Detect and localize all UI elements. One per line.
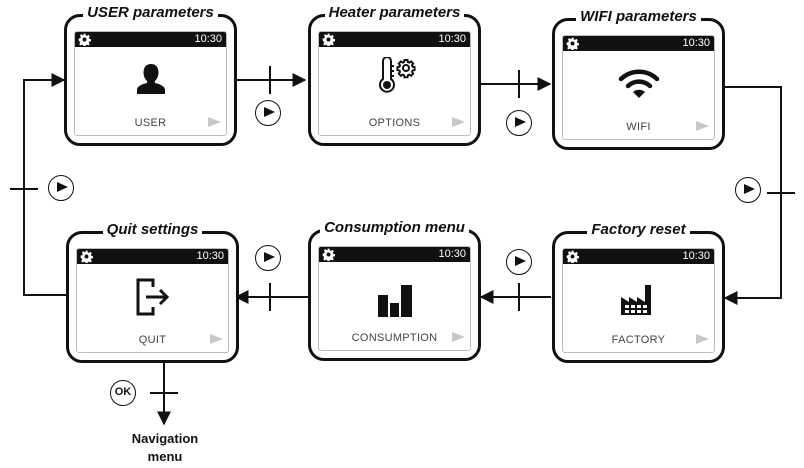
screen-title: Quit settings — [102, 221, 203, 238]
next-arrow-icon — [452, 117, 465, 127]
next-arrow-icon — [452, 332, 465, 342]
status-bar: 10:30 — [563, 249, 714, 264]
gear-icon — [566, 250, 579, 263]
play-arrow-icon — [264, 107, 275, 117]
screen-heater-parameters: Heater parameters 10:30 OPTIONS — [308, 4, 481, 146]
play-arrow-icon — [264, 252, 275, 262]
gear-icon — [80, 250, 93, 263]
exit-icon — [136, 278, 169, 316]
gear-icon — [566, 37, 579, 50]
screen-label: WIFI — [626, 121, 651, 133]
device-display: 10:30 CONSUMPTION — [318, 246, 471, 351]
screen-title: Heater parameters — [324, 4, 465, 21]
screen-title: WIFI parameters — [576, 8, 701, 25]
clock: 10:30 — [194, 33, 222, 45]
screen-consumption-menu: Consumption menu 10:30 CONSUMPTION — [308, 219, 481, 361]
status-bar: 10:30 — [319, 247, 470, 262]
bar-chart-icon — [377, 285, 412, 317]
clock: 10:30 — [438, 248, 466, 260]
screen-wifi-parameters: WIFI parameters 10:30 WIFI — [552, 8, 725, 150]
play-arrow-icon — [57, 182, 68, 192]
device-display: 10:30 FACTORY — [562, 248, 715, 353]
ok-button[interactable]: OK — [110, 380, 136, 406]
clock: 10:30 — [682, 37, 710, 49]
factory-icon — [620, 285, 651, 315]
screen-title: Factory reset — [587, 221, 690, 238]
device-display: 10:30 OPTIONS — [318, 31, 471, 136]
gear-icon — [78, 33, 91, 46]
device-display: 10:30 USER — [74, 31, 227, 136]
play-arrow-icon — [515, 117, 526, 127]
next-arrow-icon — [210, 334, 223, 344]
screen-label: FACTORY — [611, 334, 666, 346]
status-bar: 10:30 — [75, 32, 226, 47]
next-arrow-icon — [208, 117, 221, 127]
next-button[interactable] — [735, 177, 761, 203]
screen-label: OPTIONS — [368, 117, 421, 129]
navigation-menu-label: Navigation menu — [105, 430, 225, 466]
screen-title: Consumption menu — [320, 219, 469, 236]
screen-title: USER parameters — [83, 4, 218, 21]
gear-icon — [322, 248, 335, 261]
gear-icon — [322, 33, 335, 46]
next-button[interactable] — [506, 110, 532, 136]
clock: 10:30 — [438, 33, 466, 45]
status-bar: 10:30 — [77, 249, 228, 264]
screen-factory-reset: Factory reset 10:30 FACTORY — [552, 221, 725, 363]
wifi-icon — [618, 69, 659, 98]
next-arrow-icon — [696, 121, 709, 131]
play-arrow-icon — [744, 184, 755, 194]
status-bar: 10:30 — [563, 36, 714, 51]
connector-quit-user — [23, 73, 66, 296]
play-arrow-icon — [515, 256, 526, 266]
navigation-menu-line2: menu — [147, 449, 183, 464]
next-arrow-icon — [696, 334, 709, 344]
next-button[interactable] — [506, 249, 532, 275]
device-display: 10:30 WIFI — [562, 35, 715, 140]
next-button[interactable] — [255, 100, 281, 126]
clock: 10:30 — [682, 250, 710, 262]
screen-label: USER — [134, 117, 167, 129]
status-bar: 10:30 — [319, 32, 470, 47]
next-button[interactable] — [255, 245, 281, 271]
navigation-menu-line1: Navigation — [131, 431, 199, 446]
thermometer-gear-icon — [378, 57, 416, 93]
screen-quit-settings: Quit settings 10:30 QUIT — [66, 221, 239, 363]
screen-user-parameters: USER parameters 10:30 USER — [64, 4, 237, 146]
user-icon — [136, 64, 165, 94]
screen-label: QUIT — [138, 334, 167, 346]
next-button[interactable] — [48, 175, 74, 201]
screen-label: CONSUMPTION — [351, 332, 438, 344]
clock: 10:30 — [196, 250, 224, 262]
device-display: 10:30 QUIT — [76, 248, 229, 353]
